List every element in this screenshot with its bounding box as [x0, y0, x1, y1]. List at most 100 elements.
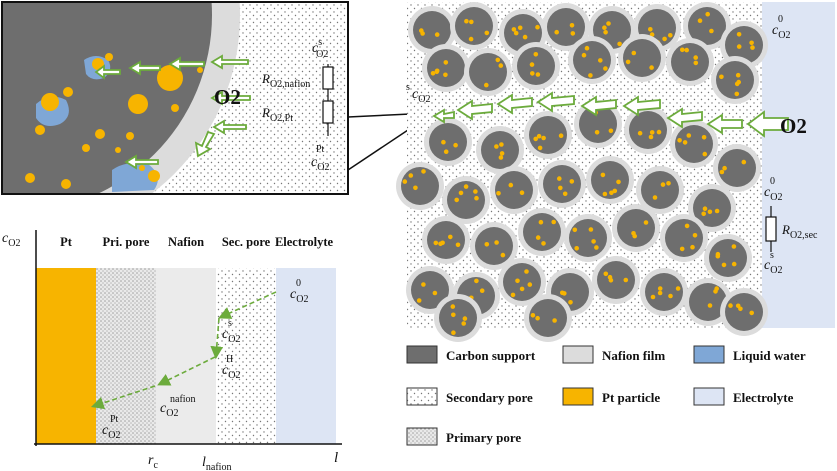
agglomerate-pt-particle — [677, 138, 682, 143]
agglomerate-pt-particle — [603, 30, 608, 35]
agglomerate-carbon-core — [688, 7, 726, 45]
agglomerate-pt-particle — [707, 303, 713, 308]
agglomerate-pt-particle — [702, 206, 708, 211]
agglomerate-pt-particle — [606, 21, 611, 26]
agglomerate-pt-particle — [719, 74, 724, 80]
profile-label-cpt-sup: Pt — [110, 414, 119, 425]
agglomerate-carbon-core — [543, 165, 581, 203]
agglomerate-carbon-core — [579, 105, 617, 143]
agglomerate-pt-particle — [643, 220, 649, 225]
agglomerate-pt-particle — [602, 191, 608, 197]
agglomerate-pt-particle — [719, 169, 725, 175]
agglomerate-carbon-core — [718, 149, 756, 187]
inset-pore-region — [258, 2, 348, 194]
agglomerate-carbon-core — [469, 53, 507, 91]
legend-swatch-electrolyte — [693, 387, 725, 406]
agglomerate-pt-particle — [648, 134, 654, 140]
legend-swatch-pt — [562, 387, 594, 406]
electrode-c-0-top-sup: 0 — [778, 14, 783, 25]
agglomerate-pt-particle — [448, 234, 453, 240]
agglomerate-pt-particle — [648, 27, 653, 32]
agglomerate-pt-particle — [668, 33, 673, 38]
agglomerate-pt-particle — [416, 298, 422, 303]
agglomerate-pt-particle — [440, 240, 445, 246]
electrode-c-0-right: cO2 — [764, 185, 782, 203]
legend-swatch-secondary-pore — [406, 387, 438, 406]
agglomerate-pt-particle — [637, 130, 643, 136]
agglomerate-pt-particle — [474, 278, 479, 284]
agglomerate-pt-particle — [474, 195, 479, 201]
agglomerate-pt-particle — [519, 286, 525, 292]
legend-label: Primary pore — [446, 430, 521, 445]
agglomerate-pt-particle — [679, 246, 685, 252]
agglomerate-pt-particle — [702, 151, 708, 157]
agglomerate-pt-particle — [498, 155, 504, 160]
agglomerate-pt-particle — [750, 45, 755, 50]
agglomerate-pt-particle — [408, 173, 414, 178]
agglomerate-pt-particle — [536, 133, 542, 139]
agglomerate-carbon-core — [401, 167, 439, 205]
agglomerate-carbon-core — [597, 261, 635, 299]
agglomerate-pt-particle — [598, 58, 603, 63]
agglomerate-pt-particle — [715, 253, 721, 259]
electrode-c-0-right-sup: 0 — [770, 176, 775, 187]
profile-label-cs-sup: s — [228, 318, 232, 329]
agglomerate-pt-particle — [451, 330, 456, 336]
agglomerate-carbon-core — [429, 123, 467, 161]
agglomerate-pt-particle — [484, 30, 490, 36]
agglomerate-pt-particle — [736, 32, 742, 37]
agglomerate-pt-particle — [713, 289, 718, 294]
agglomerate-pt-particle — [484, 242, 490, 247]
agglomerate-pt-particle — [693, 60, 699, 66]
agglomerate-carbon-core — [709, 239, 747, 277]
agglomerate-pt-particle — [499, 142, 504, 147]
agglomerate-pt-particle — [538, 219, 544, 225]
agglomerate-pt-particle — [462, 316, 468, 321]
agglomerate-carbon-core — [529, 299, 567, 337]
agglomerate-pt-particle — [625, 59, 631, 65]
agglomerate-pt-particle — [721, 262, 727, 268]
agglomerate-pt-particle — [468, 36, 474, 42]
legend-label: Carbon support — [446, 348, 536, 363]
agglomerate-carbon-core — [725, 293, 763, 331]
agglomerate-pt-particle — [682, 140, 688, 145]
agglomerate-pt-particle — [650, 294, 656, 300]
agglomerate-pt-particle — [701, 211, 706, 217]
agglomerate-carbon-core — [641, 171, 679, 209]
agglomerate-pt-particle — [517, 25, 523, 31]
agglomerate-pt-particle — [736, 79, 741, 85]
agglomerate-pt-particle — [443, 149, 449, 154]
agglomerate-pt-particle — [734, 91, 740, 97]
agglomerate-pt-particle — [662, 36, 667, 42]
agglomerate-pt-particle — [617, 41, 622, 47]
agglomerate-pt-particle — [554, 29, 559, 35]
agglomerate-pt-particle — [686, 133, 692, 138]
electrode-r-sec: RO2,sec — [781, 222, 818, 241]
inset-frame — [1, 1, 349, 195]
agglomerate-pt-particle — [649, 130, 655, 135]
agglomerate-pt-particle — [552, 318, 557, 323]
profile-region-label: Pri. pore — [103, 235, 150, 249]
legend-label: Liquid water — [733, 348, 806, 363]
agglomerate-pt-particle — [558, 133, 564, 138]
agglomerate-carbon-core — [439, 299, 477, 337]
agglomerate-pt-particle — [714, 208, 720, 214]
agglomerate-pt-particle — [731, 244, 737, 249]
agglomerate-pt-particle — [675, 286, 681, 291]
agglomerate-carbon-core — [675, 125, 713, 163]
inset-o2-label: O2 — [214, 85, 241, 109]
profile-tick-rc: rc — [148, 453, 158, 471]
agglomerate-pt-particle — [510, 292, 516, 298]
agglomerate-pt-particle — [527, 282, 533, 287]
agglomerate-pt-particle — [569, 179, 575, 184]
electrode-c-s-left: cO2 — [412, 87, 430, 105]
agglomerate-pt-particle — [660, 182, 666, 187]
inset-resistor-circuit — [322, 64, 334, 136]
agglomerate-pt-particle — [458, 190, 464, 196]
agglomerate-pt-particle — [749, 310, 754, 316]
agglomerate-pt-particle — [524, 269, 529, 274]
agglomerate-pt-particle — [562, 191, 568, 197]
agglomerate-pt-particle — [463, 184, 469, 189]
agglomerate-pt-particle — [533, 52, 539, 57]
